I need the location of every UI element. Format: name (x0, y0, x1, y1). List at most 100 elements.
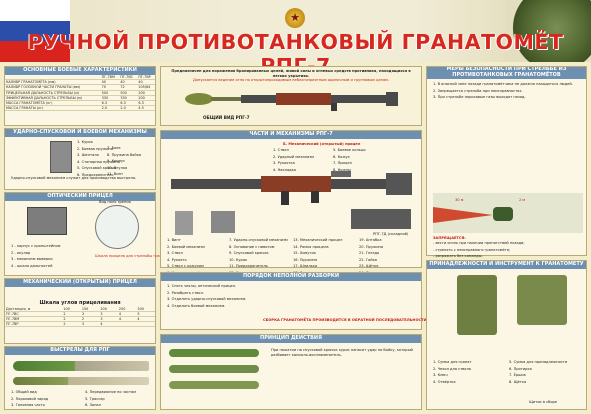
sight-detail-image (175, 211, 193, 235)
list-item: 4. Отделить боевой механизм. (167, 303, 226, 308)
table-cell: Дистанция, м (5, 306, 63, 312)
table-cell: 250 (117, 306, 137, 312)
list-item: 2. Боевой механизм (167, 244, 205, 249)
safety-header: МЕРЫ БЕЗОПАСНОСТИ ПРИ СТРЕЛЬБЕ ИЗ ПРОТИВ… (427, 67, 586, 79)
list-item: 1. Сумка для гранат (433, 360, 472, 364)
parts-bottom-list-3: 13. Механический прицел 14. Рамка прицела… (291, 237, 344, 277)
list-item: 1 - корпус с кронштейном (11, 244, 61, 248)
table-cell: 40 (100, 79, 120, 86)
list-item: 1. Общий вид (11, 390, 37, 394)
list-item: 14. Рамка прицела (293, 244, 329, 249)
optic-panel: ОПТИЧЕСКИЙ ПРИЦЕЛ Вид поля зрения 1 - ко… (4, 192, 174, 276)
list-item: 7. Прицел (333, 161, 352, 166)
list-item: 2. Чехол для ствола (433, 366, 471, 371)
distance-30m: 30 м (455, 198, 464, 202)
list-item: 4. Отвёртка (433, 379, 456, 384)
table-cell: 4 (117, 316, 137, 323)
list-item: 2 - окуляр (11, 250, 31, 255)
list-item: 20. Пружина (359, 244, 384, 249)
parts-header: ЧАСТИ И МЕХАНИЗМЫ РПГ-7 (161, 131, 421, 139)
assembly-panel: ПОРЯДОК НЕПОЛНОЙ РАЗБОРКИ 1. Снять чехлы… (160, 272, 427, 330)
table-cell: 72 (119, 84, 138, 91)
list-item: 22. Гайка (359, 257, 377, 262)
list-item: 8. Пружина бойка (107, 152, 142, 157)
list-item: - вести огонь при наличии препятствий по… (433, 241, 525, 245)
list-item: - стрелять с неисправного гранатомёта; (433, 247, 511, 252)
list-item: 23. Щётка (359, 264, 379, 269)
table-cell: 3 (80, 311, 100, 318)
optic-header: ОПТИЧЕСКИЙ ПРИЦЕЛ (5, 193, 155, 201)
table-cell: ПГ-7ВМ (100, 75, 120, 81)
list-item: 8. Щётка (509, 379, 527, 384)
rpg-general-view-image (185, 92, 398, 111)
list-item: 6. Предохранитель (77, 172, 114, 177)
accessory-list-2: 5. Сумка для принадлежности 6. Протирка 7.… (507, 359, 569, 385)
optical-sight-image (27, 207, 67, 235)
table-cell (117, 321, 137, 328)
grenade-section-image (13, 377, 149, 385)
principle-panel: ПРИНЦИП ДЕЙСТВИЯ При нажатии на спусково… (160, 334, 422, 410)
table-cell: 2 (62, 321, 81, 328)
list-item: 13. Механический прицел (293, 238, 343, 242)
forbid-header: ЗАПРЕЩАЕТСЯ: (433, 236, 466, 240)
list-item: 2. Разобрать ствол. (167, 290, 204, 295)
list-item: 4. Стопорная пружина (77, 159, 120, 164)
folding-caption: РПГ-7Д (складной) (373, 232, 409, 236)
table-cell: 3 (80, 321, 100, 328)
accessory-header: ПРИНАДЛЕЖНОСТИ И ИНСТРУМЕНТ К ГРАНАТОМЁТ… (427, 261, 586, 269)
list-item: 5. Сумка для принадлежности (509, 360, 568, 364)
table-cell: 300 (136, 306, 155, 312)
table-cell: ПГ-7ВР (137, 75, 155, 81)
table-cell: 330 (100, 95, 120, 102)
danger-zone-triangle (433, 207, 493, 223)
list-item: 10. Курок (229, 257, 248, 262)
assembly-steps: 1. Снять чехлы, оптический прицел.2. Раз… (165, 283, 248, 309)
accessory-panel: ПРИНАДЛЕЖНОСТИ И ИНСТРУМЕНТ К ГРАНАТОМЁТ… (426, 260, 587, 410)
list-item: 3. Головная часть (11, 403, 45, 408)
rpg-parts-image (171, 171, 412, 205)
table-cell: 500 (119, 90, 138, 96)
trigger-detail-image (211, 211, 235, 233)
list-item: 5. Ствол с кожухом (167, 264, 204, 269)
general-view-panel: Предназначен для поражения бронированных… (160, 66, 422, 126)
table-cell: 2 (62, 316, 81, 323)
table-cell: 2 (62, 311, 81, 318)
sight-view-icon (95, 205, 139, 249)
list-item: 4. Накладка (273, 167, 297, 172)
danger-zone-diagram: 30 м 2 м (433, 193, 583, 233)
table-cell: 6.3 (100, 100, 120, 107)
list-item: 11. Винт (107, 172, 124, 177)
table-cell: МАССА ГРАНАТЫ (кг) (5, 105, 101, 112)
principle-grenade-3-image (169, 381, 259, 389)
list-item: 7. Ёршик (509, 373, 526, 378)
poster-header: ★ РУЧНОЙ ПРОТИВОТАНКОВЫЙ ГРАНАТОМЁТ РПГ-… (0, 0, 591, 78)
accessory-bag-image (517, 275, 567, 325)
table-cell: 200 (99, 306, 118, 312)
table-cell: ПГ-7ВС (119, 75, 138, 81)
list-item: 6. Протирка (509, 366, 532, 371)
table-cell: КАЛИБР ГОЛОВНОЙ ЧАСТИ ГРАНАТЫ (мм) (5, 84, 101, 91)
list-item: 3. При стрельбе пороховые газы выходят н… (433, 95, 526, 100)
trigger-note: Ударно-спусковой механизм служит для про… (11, 176, 137, 180)
assembly-footer: СБОРКА ГРАНАТОМЁТА ПРОИЗВОДИТСЯ В ОБРАТН… (263, 318, 427, 322)
specs-header: ОСНОВНЫЕ БОЕВЫЕ ХАРАКТЕРИСТИКИ (5, 67, 155, 75)
table-cell: КАЛИБР ГРАНАТОМЁТА (мм) (5, 79, 101, 86)
table-cell: 150 (80, 306, 100, 312)
table-cell: 4.5 (137, 105, 155, 112)
table-cell: 4 (136, 316, 155, 323)
eagle-emblem-icon: ★ (285, 8, 305, 28)
